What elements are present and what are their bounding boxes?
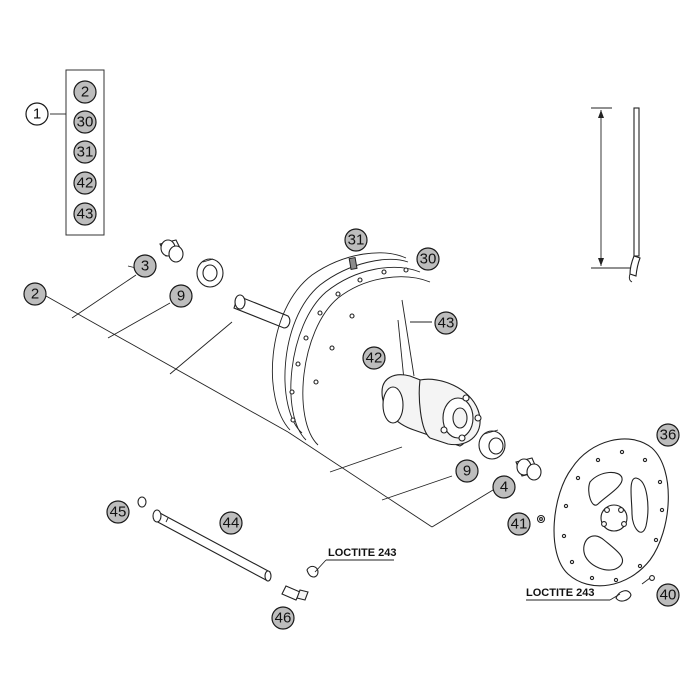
distance-tube: [233, 294, 291, 329]
svg-text:LOCTITE 243: LOCTITE 243: [328, 547, 396, 559]
callout-1: 1: [25, 102, 49, 126]
spacer-bushing-4: [515, 457, 542, 481]
callout-41: 41: [507, 512, 531, 536]
svg-text:43: 43: [77, 206, 94, 223]
callout-30: 30: [416, 247, 440, 271]
dimension-arrow-bottom: [598, 258, 604, 266]
svg-text:31: 31: [348, 232, 365, 249]
kit-item-30: 30: [73, 110, 97, 134]
svg-text:44: 44: [223, 515, 240, 532]
spoke-nipple-31: [348, 256, 358, 271]
kit-group: 1 2 30 31 42 43: [25, 69, 105, 236]
callout-45: 45: [106, 500, 130, 524]
svg-text:42: 42: [366, 350, 383, 367]
kit-item-2: 2: [73, 80, 97, 104]
svg-text:2: 2: [81, 84, 89, 101]
rim: [271, 252, 431, 446]
axis-lines: [45, 265, 494, 528]
svg-text:30: 30: [77, 114, 94, 131]
callout-9-right: 9: [455, 459, 479, 483]
svg-text:41: 41: [511, 516, 528, 533]
callout-40: 40: [656, 583, 680, 607]
kit-item-43: 43: [73, 202, 97, 226]
callout-31: 31: [344, 228, 368, 252]
brake-disc: [553, 438, 669, 587]
svg-text:42: 42: [77, 175, 94, 192]
ball-45: [137, 496, 147, 508]
svg-text:31: 31: [77, 144, 94, 161]
svg-text:1: 1: [33, 106, 41, 123]
callout-46: 46: [271, 606, 295, 630]
svg-text:4: 4: [500, 479, 508, 496]
callout-44: 44: [219, 511, 243, 535]
spokes: [397, 299, 432, 381]
kit-item-31: 31: [73, 140, 97, 164]
wheel-hub: [381, 374, 482, 447]
dimension-arrow-top: [598, 110, 604, 118]
spoke-head: [629, 255, 641, 277]
spoke: [633, 107, 640, 257]
svg-text:45: 45: [110, 504, 127, 521]
svg-text:9: 9: [177, 288, 185, 305]
svg-text:40: 40: [660, 587, 677, 604]
callout-43: 43: [434, 311, 458, 335]
callout-2: 2: [23, 282, 47, 306]
svg-text:9: 9: [463, 463, 471, 480]
svg-text:46: 46: [275, 610, 292, 627]
svg-text:36: 36: [660, 427, 677, 444]
callout-9-left: 9: [169, 284, 193, 308]
callout-42: 42: [362, 346, 386, 370]
bearing-9-right: [478, 429, 506, 460]
screw-40: [615, 575, 655, 602]
loctite-note-right: LOCTITE 243: [526, 587, 621, 601]
callout-4: 4: [492, 475, 516, 499]
svg-text:3: 3: [141, 258, 149, 275]
loctite-note-left: LOCTITE 243: [314, 547, 396, 573]
bearing-9-left: [196, 258, 224, 288]
svg-text:43: 43: [438, 315, 455, 332]
wheel-spindle-44: [152, 509, 272, 582]
kit-item-42: 42: [73, 171, 97, 195]
callout-3: 3: [133, 254, 157, 278]
callout-36: 36: [656, 423, 680, 447]
svg-text:LOCTITE 243: LOCTITE 243: [526, 587, 594, 599]
spacer-bushing-3: [159, 239, 184, 263]
clamp-screw-46: [281, 565, 319, 601]
spoke-drawing: [591, 107, 641, 283]
svg-text:30: 30: [420, 251, 437, 268]
nut-41: [536, 514, 546, 524]
svg-text:2: 2: [31, 286, 39, 303]
